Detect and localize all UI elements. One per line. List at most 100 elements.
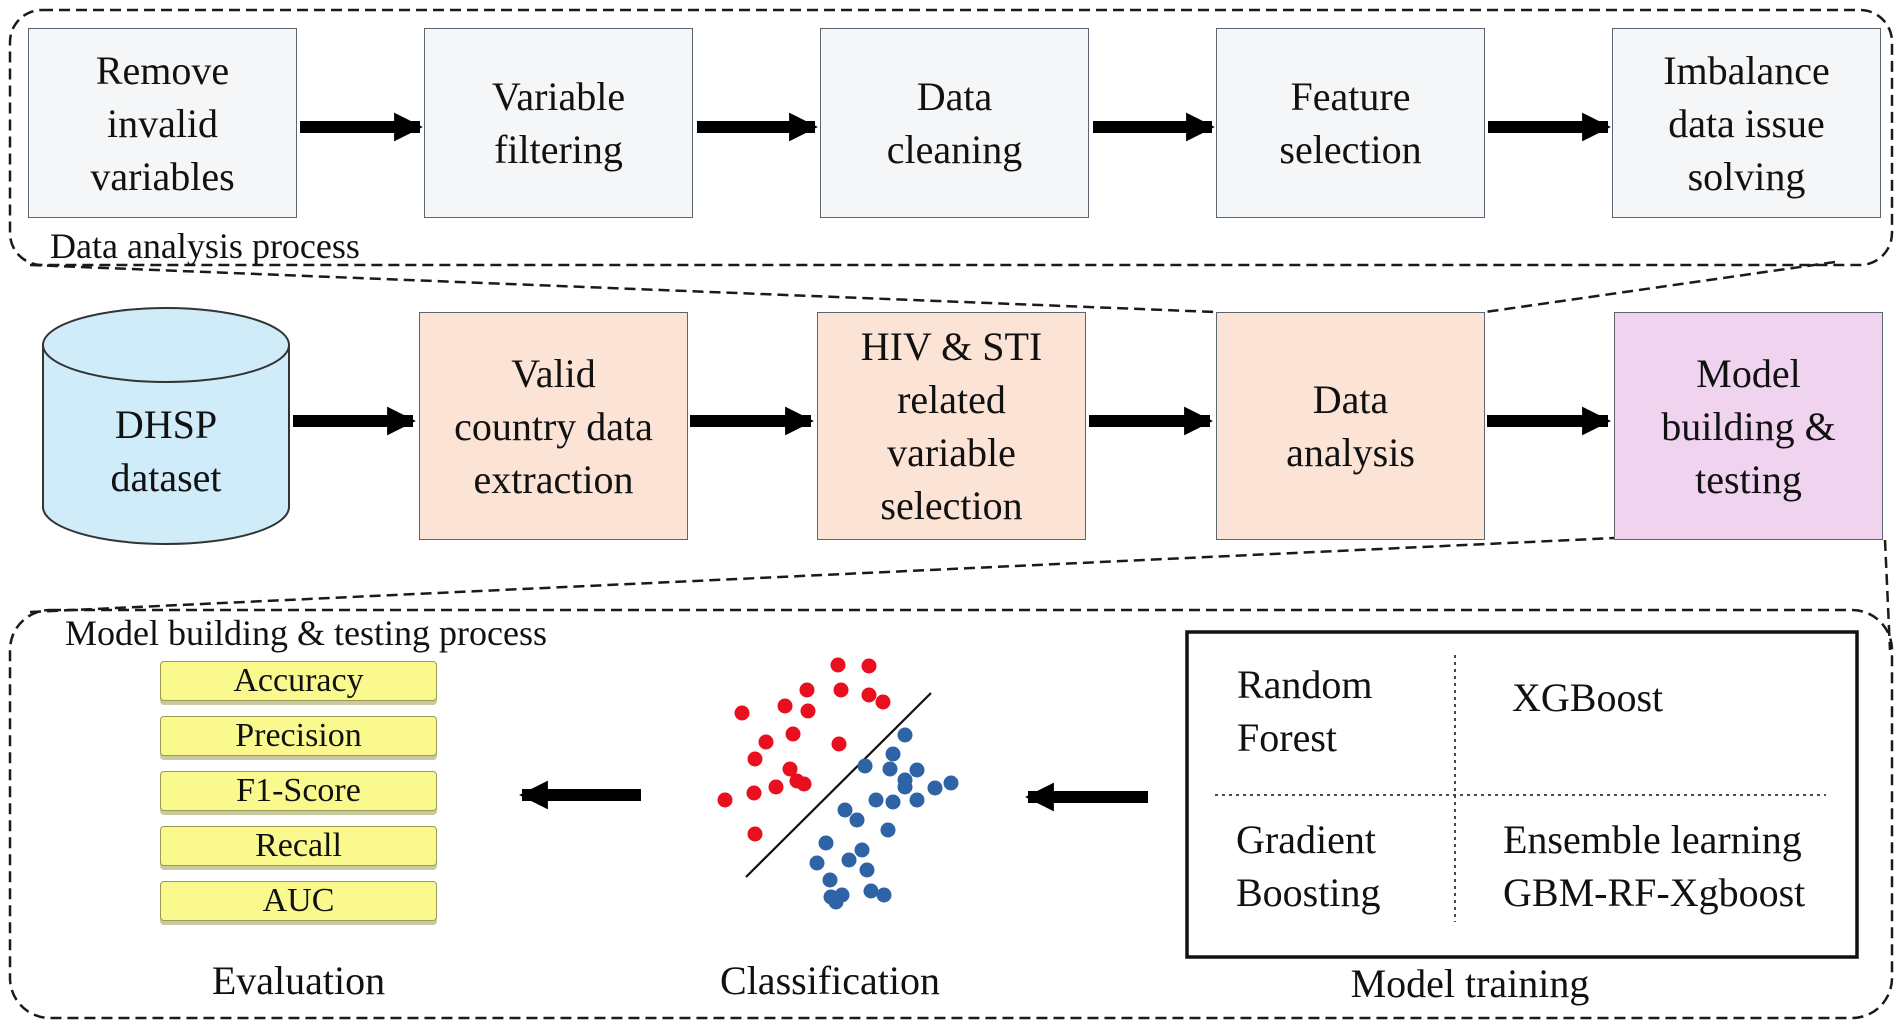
text-line: Data: [916, 74, 993, 119]
text-line: filtering: [494, 127, 623, 172]
text-line: Valid: [511, 350, 596, 396]
class-b-point: [909, 762, 925, 778]
evaluation-caption: Evaluation: [211, 958, 386, 1003]
text-line: HIV & STI: [860, 324, 1043, 369]
class-a-point: [768, 779, 784, 795]
class-a-point: [799, 682, 815, 698]
zoom-line-right: [1484, 260, 1836, 314]
class-a-point: [747, 751, 763, 767]
model-training-caption: Model training: [1350, 961, 1590, 1006]
class-b-point: [897, 727, 913, 743]
text-line: Remove: [95, 47, 230, 93]
text-line: GBM-RF-Xgboost: [1503, 870, 1806, 915]
class-a-point: [747, 826, 763, 842]
dhsp-dataset: DHSP dataset: [43, 378, 289, 523]
text-line: Imbalance: [1663, 47, 1830, 93]
class-a-point: [734, 705, 750, 721]
class-a-point: [861, 687, 877, 703]
class-a-point: [746, 785, 762, 801]
class-a-point: [717, 792, 733, 808]
class-b-point: [859, 862, 875, 878]
class-b-point: [927, 780, 943, 796]
class-b-point: [837, 802, 853, 818]
step-remove-invalid-variables: Remove invalid variables: [28, 28, 297, 218]
metric-precision: Precision: [160, 716, 437, 756]
data-analysis-process-container: [8, 8, 1894, 267]
class-separator: [745, 692, 932, 878]
class-a-point: [800, 703, 816, 719]
class-b-point: [868, 792, 884, 808]
class-b-point: [909, 792, 925, 808]
zoom-line-bottom-left: [29, 536, 1616, 614]
class-b-point: [897, 779, 913, 795]
text-line: Feature: [1290, 74, 1411, 119]
class-b-point: [809, 855, 825, 871]
class-a-point: [861, 658, 877, 674]
step-variable-filtering: Variable filtering: [424, 28, 693, 218]
class-a-point: [875, 694, 891, 710]
class-a-point: [777, 698, 793, 714]
text-line: XGBoost: [1512, 675, 1664, 720]
text-line: extraction: [473, 456, 634, 502]
text-line: dataset: [110, 454, 222, 500]
text-line: Variable: [491, 74, 626, 119]
class-b-point: [882, 761, 898, 777]
class-a-point: [782, 761, 798, 777]
zoom-line-bottom-right: [1883, 539, 1892, 651]
step-feature-selection: Feature selection: [1216, 28, 1485, 218]
text-line: Boosting: [1236, 870, 1381, 915]
text-line: DHSP: [114, 401, 218, 447]
class-b-point: [857, 758, 873, 774]
text-line: selection: [880, 483, 1023, 528]
dataset-cylinder: [42, 307, 290, 545]
class-b-point: [863, 883, 879, 899]
class-b-point: [849, 812, 865, 828]
model-process-title: Model building & testing process: [65, 613, 547, 653]
text-line: Random: [1237, 662, 1373, 707]
class-b-point: [885, 746, 901, 762]
text-line: Forest: [1237, 715, 1337, 760]
text-line: cleaning: [886, 127, 1023, 172]
text-line: variables: [90, 153, 235, 199]
data-analysis-process-title: Data analysis process: [50, 226, 360, 266]
text-line: related: [897, 377, 1006, 422]
class-b-point: [854, 842, 870, 858]
class-a-point: [785, 726, 801, 742]
text-line: invalid: [106, 100, 219, 146]
step-imbalance-data-issue-solving: Imbalance data issue solving: [1612, 28, 1881, 218]
text-line: solving: [1687, 153, 1806, 199]
step-data-cleaning: Data cleaning: [820, 28, 1089, 218]
class-a-point: [833, 682, 849, 698]
class-b-point: [823, 889, 839, 905]
metric-recall: Recall: [160, 826, 437, 866]
model-xgboost: XGBoost: [1512, 671, 1663, 724]
metric-auc: AUC: [160, 881, 437, 921]
text-line: Gradient: [1236, 817, 1376, 862]
text-line: building &: [1661, 403, 1836, 449]
class-a-point: [830, 657, 846, 673]
class-b-point: [880, 822, 896, 838]
classification-scatter: [717, 657, 959, 910]
class-b-point: [841, 852, 857, 868]
metric-f1-score: F1-Score: [160, 771, 437, 811]
text-line: Model: [1696, 350, 1801, 396]
class-a-point: [758, 734, 774, 750]
text-line: data issue: [1668, 100, 1825, 146]
class-a-point: [831, 736, 847, 752]
model-training-box: [1185, 630, 1859, 959]
text-line: Ensemble learning: [1503, 817, 1802, 862]
class-b-point: [885, 794, 901, 810]
model-process-container: [8, 608, 1894, 1020]
zoom-line-left: [29, 263, 1216, 314]
text-line: selection: [1279, 127, 1422, 172]
text-line: Data: [1312, 377, 1389, 422]
class-b-point: [943, 775, 959, 791]
